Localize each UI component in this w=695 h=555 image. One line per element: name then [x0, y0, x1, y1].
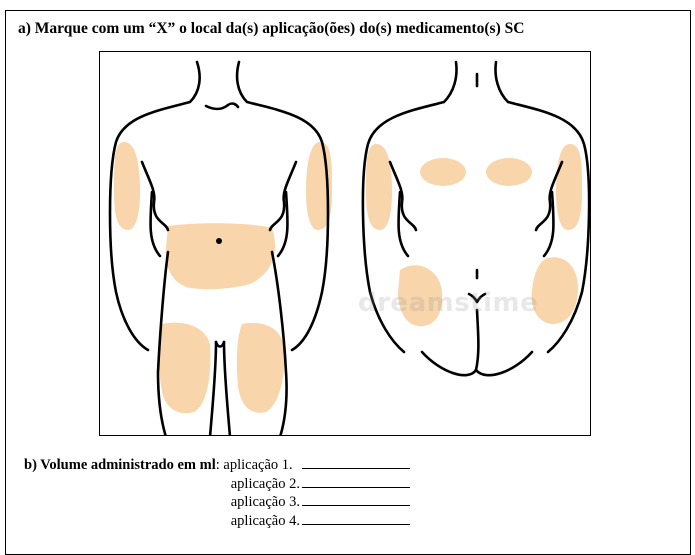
front-inner-right-leg	[224, 342, 230, 436]
application-3-label: aplicação 3.	[231, 494, 300, 510]
application-4-label: aplicação 4.	[231, 513, 300, 529]
navel	[216, 238, 222, 244]
application-3-field[interactable]	[302, 493, 410, 506]
back-right-buttock-zone[interactable]	[532, 257, 578, 324]
front-right-thigh-zone[interactable]	[237, 323, 285, 413]
front-collarbone	[206, 104, 238, 109]
back-gluteal-cleft	[476, 310, 478, 370]
back-right-shoulder-zone[interactable]	[486, 158, 532, 186]
application-1-label: aplicação 1.	[223, 457, 292, 473]
front-left-torso-line	[142, 162, 168, 230]
application-2-wrap: aplicação 2.	[24, 475, 300, 494]
front-left-thigh-zone[interactable]	[159, 323, 210, 414]
front-left-arm-zone[interactable]	[114, 142, 140, 230]
back-left-buttock	[422, 352, 476, 375]
back-left-torso-line	[390, 162, 416, 230]
application-4-wrap: aplicação 4.	[24, 512, 300, 531]
application-3-wrap: aplicação 3.	[24, 493, 300, 512]
injection-zones	[114, 142, 582, 413]
application-2-label: aplicação 2.	[231, 476, 300, 492]
front-crotch	[216, 342, 224, 347]
back-left-shoulder-zone[interactable]	[420, 158, 466, 186]
volume-row-1: b) Volume administrado em ml: aplicação …	[24, 456, 410, 475]
front-inner-left-leg	[210, 342, 216, 436]
volume-separator: :	[216, 457, 220, 473]
volume-row-4: aplicação 4.	[24, 512, 410, 531]
section-a-title: a) Marque com um “X” o local da(s) aplic…	[18, 20, 524, 38]
application-2-field[interactable]	[302, 475, 410, 488]
back-right-buttock	[476, 352, 532, 375]
back-right-arm-zone[interactable]	[556, 144, 582, 230]
volume-label: b) Volume administrado em ml	[24, 457, 216, 473]
section-b: b) Volume administrado em ml: aplicação …	[24, 456, 410, 530]
body-silhouettes	[100, 52, 591, 436]
front-right-torso-line	[270, 162, 296, 230]
volume-row-3: aplicação 3.	[24, 493, 410, 512]
body-diagram: dreamstime	[99, 51, 591, 436]
back-left-arm-zone[interactable]	[366, 144, 392, 230]
application-4-field[interactable]	[302, 512, 410, 525]
abdomen-zone[interactable]	[166, 223, 275, 289]
application-1-field[interactable]	[302, 456, 410, 469]
volume-row-2: aplicação 2.	[24, 475, 410, 494]
volume-label-wrap: b) Volume administrado em ml: aplicação …	[24, 456, 300, 475]
watermark: dreamstime	[358, 288, 538, 318]
